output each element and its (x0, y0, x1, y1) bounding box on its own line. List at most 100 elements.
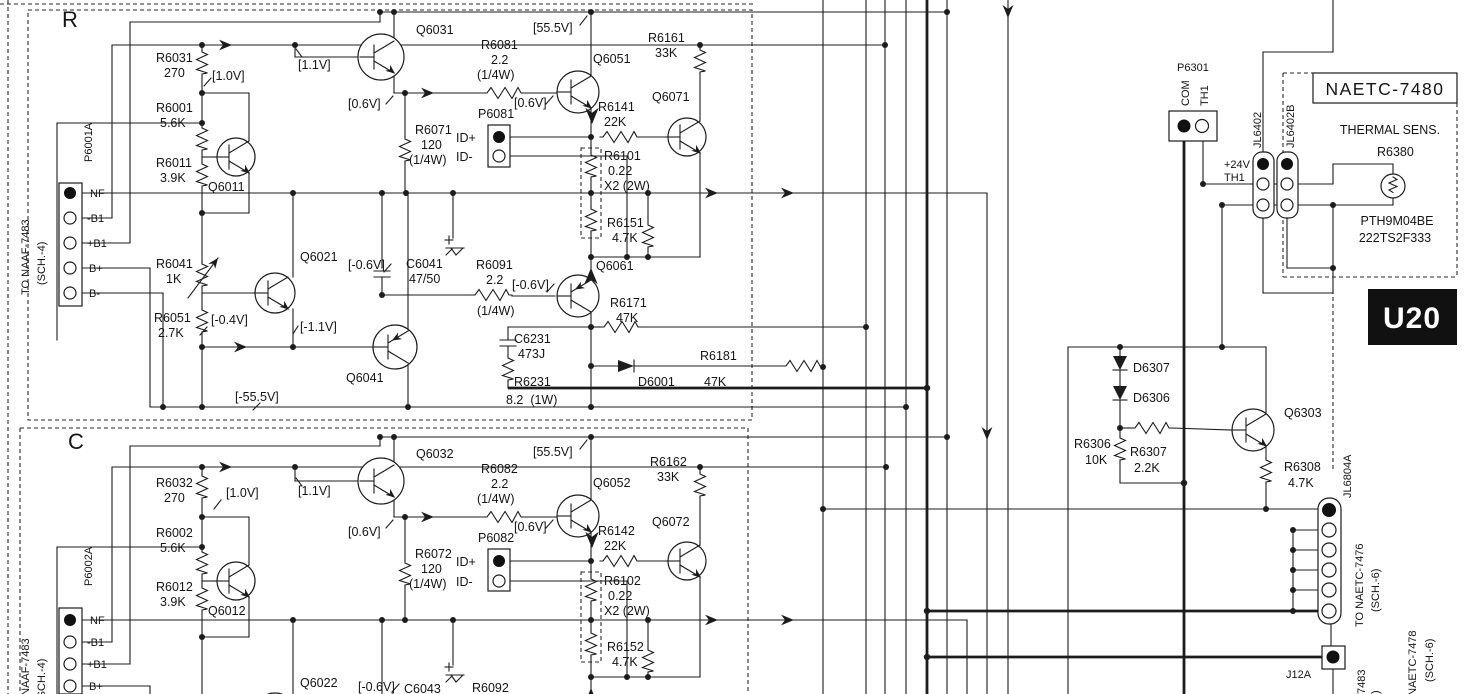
transistor-q6031 (357, 33, 405, 81)
value-r6142: 22K (604, 539, 627, 553)
label-jl6804a: JL6804A (1342, 454, 1354, 498)
value-r6171: 47K (616, 311, 639, 325)
label-q6012: Q6012 (208, 604, 246, 618)
label-r6031: R6031 (156, 51, 193, 65)
value-r6161: 33K (655, 46, 678, 60)
value-r6162: 33K (657, 470, 680, 484)
connector-p6002a (58, 607, 83, 694)
transistor-q6051 (556, 70, 600, 114)
watt-r6071: (1/4W) (409, 153, 447, 167)
transistor-q6021 (254, 272, 296, 314)
transistor-q6032 (357, 457, 405, 505)
section-label-r: R (62, 7, 78, 32)
label-dest-7476: TO NAETC-7476 (1354, 543, 1366, 627)
label-r6011: R6011 (156, 156, 192, 170)
label-p6001a: P6001A (83, 122, 95, 162)
connector-jl6804a (1317, 497, 1342, 625)
label-r6231: R6231 (514, 375, 551, 389)
label-th1: TH1 (1199, 85, 1211, 106)
label-p6002a: P6002A (83, 546, 95, 586)
connector-p6301 (1168, 110, 1218, 142)
volt-m0-4-r: [-0.4V] (211, 313, 248, 327)
label-dest-naaf-c: TO NAAF-7483 (20, 638, 32, 694)
value-r6072: 120 (421, 562, 442, 576)
transistor-q6072 (666, 541, 707, 581)
value-r6032: 270 (164, 491, 185, 505)
volt-m55-5-r: [-55.5V] (235, 390, 279, 404)
label-j12a: J12A (1286, 669, 1312, 681)
label-idp-r: ID+ (456, 131, 476, 145)
pin-b1m-r: -B1 (87, 213, 104, 225)
transistor-q6041 (372, 324, 418, 370)
text-labels: R P6001A TO NAAF-7483 (SCH.-4) NF -B1 +B… (20, 7, 1444, 694)
label-r6071: R6071 (415, 123, 452, 137)
label-r6171: R6171 (610, 296, 647, 310)
value-r6051: 2.7K (158, 326, 184, 340)
value-r6306: 10K (1085, 453, 1108, 467)
label-r6141: R6141 (598, 100, 635, 114)
pin-b1p-r: +B1 (87, 238, 107, 250)
watt-r6081: (1/4W) (477, 68, 515, 82)
volt-m0-6-b-r: [-0.6V] (512, 278, 549, 292)
value-r6001: 5.6K (160, 116, 186, 130)
section-label-c: C (68, 429, 84, 454)
label-r6001: R6001 (156, 101, 193, 115)
label-d6307: D6307 (1133, 361, 1170, 375)
volt-1-1-r: [1.1V] (298, 58, 331, 72)
label-part-7483: 7483 (1356, 670, 1368, 694)
value-r6002: 5.6K (160, 541, 186, 555)
label-r6181: R6181 (700, 349, 737, 363)
transistor-q6012 (215, 561, 256, 601)
label-dest-naaf-r-sch: (SCH.-4) (36, 242, 48, 285)
label-q6022: Q6022 (300, 676, 338, 690)
value-r6101: 0.22 (608, 164, 632, 178)
label-pth1: PTH9M04BE (1361, 214, 1434, 228)
label-r6082: R6082 (481, 462, 518, 476)
pin-bm-r: B- (89, 288, 100, 300)
label-q6303: Q6303 (1284, 406, 1322, 420)
label-r6308: R6308 (1284, 460, 1321, 474)
value-r6081: 2.2 (491, 53, 508, 67)
label-q6021: Q6021 (300, 250, 338, 264)
connector-p6082 (487, 548, 511, 592)
wiring (56, 0, 1394, 694)
volt-m1-1-r: [-1.1V] (300, 320, 337, 334)
label-idm-c: ID- (456, 575, 473, 589)
label-thermal-sens: THERMAL SENS. (1340, 123, 1440, 137)
watt-r6082: (1/4W) (477, 492, 515, 506)
value-r6152: 4.7K (612, 655, 638, 669)
label-dest-naaf-c-sch: (SCH.-4) (36, 659, 48, 694)
label-r6162: R6162 (650, 455, 687, 469)
value-c6041: 47/50 (409, 272, 440, 286)
transistor-q6061 (556, 274, 600, 318)
label-q6051: Q6051 (593, 52, 631, 66)
mult-r6101: X2 (2W) (604, 179, 650, 193)
label-com: COM (1180, 80, 1192, 106)
volt-m0-6-c: [-0.6V] (358, 680, 395, 694)
components (58, 33, 1458, 694)
pin-bp-c: B+ (89, 681, 103, 693)
label-jl6402b: JL6402B (1285, 105, 1297, 148)
label-24v: +24V (1224, 159, 1251, 171)
label-dest-7478: TO NAETC-7478 (1407, 630, 1419, 694)
label-pth2: 222TS2F333 (1359, 231, 1431, 245)
label-q6072: Q6072 (652, 515, 690, 529)
volt-55-5-c: [55.5V] (533, 445, 573, 459)
volt-1-0-r: [1.0V] (212, 69, 245, 83)
transistor-q6303 (1231, 408, 1275, 452)
transistor-q6071 (666, 117, 707, 157)
board-title-box (1312, 72, 1458, 104)
volt-0-6-b-c: [0.6V] (514, 520, 547, 534)
value-c6231: 473J (518, 347, 545, 361)
thermistor-r6380 (1380, 173, 1406, 199)
label-d6001: D6001 (638, 375, 675, 389)
label-r6102: R6102 (604, 574, 641, 588)
value-r6181: 47K (704, 375, 727, 389)
label-r6161: R6161 (648, 31, 685, 45)
value-r6151: 4.7K (612, 231, 638, 245)
label-th1b: TH1 (1224, 172, 1245, 184)
board-title: NAETC-7480 (1325, 79, 1444, 99)
label-q6061: Q6061 (596, 259, 634, 273)
value-r6071: 120 (421, 138, 442, 152)
